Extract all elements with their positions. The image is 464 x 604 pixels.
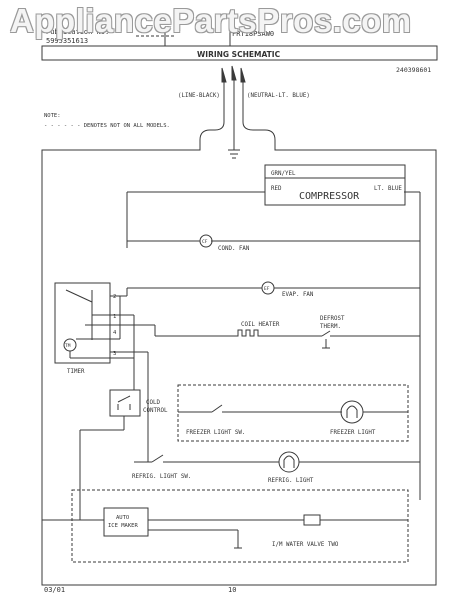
cabinet-outline xyxy=(41,121,437,586)
compressor-box xyxy=(264,164,406,206)
note-text: - - - - - - DENOTES NOT ON ALL MODELS. xyxy=(44,123,170,129)
timer-terminal-2: 2 xyxy=(113,294,116,300)
footer-date: 03/01 xyxy=(44,586,65,594)
schematic-title: WIRING SCHEMATIC xyxy=(197,50,281,59)
freezer-light-label: FREEZER LIGHT xyxy=(330,430,376,436)
ice-maker-line2: ICE MAKER xyxy=(108,523,138,529)
timer-terminal-4: 4 xyxy=(113,330,117,336)
cond-fan-label: COND. FAN xyxy=(218,246,250,252)
water-valve-coil-icon xyxy=(303,514,321,526)
model-number: FRT18PSAW0 xyxy=(232,30,274,38)
neutral-wire-label: (NEUTRAL-LT. BLUE) xyxy=(247,93,310,99)
site-watermark: AppliancePartsPros.com xyxy=(10,2,412,39)
publication-number: 5995351613 xyxy=(46,37,88,45)
freezer-light-bulb-icon xyxy=(340,400,364,424)
line-wire-label: (LINE-BLACK) xyxy=(178,93,220,99)
freezer-light-switch-icon xyxy=(211,404,223,413)
compressor-wire-blue: LT. BLUE xyxy=(374,186,402,192)
timer-motor-symbol: TM xyxy=(65,343,71,349)
coil-heater-icon xyxy=(235,329,262,337)
publication-label: Publication No. xyxy=(46,28,109,36)
coil-heater-label: COIL HEATER xyxy=(241,322,280,328)
timer-label: TIMER xyxy=(67,369,85,375)
refrig-light-switch-icon xyxy=(151,454,164,463)
compressor-label: COMPRESSOR xyxy=(299,191,360,202)
refrig-light-bulb-icon xyxy=(278,451,300,473)
freezer-light-circuit xyxy=(177,384,409,442)
neutral-prong-icon xyxy=(231,65,237,81)
evap-fan-motor-icon xyxy=(261,281,275,295)
ice-maker-circuit xyxy=(71,489,409,563)
part-number: 240398601 xyxy=(396,66,431,74)
timer-box xyxy=(54,282,111,364)
compressor-wire-top: GRN/YEL xyxy=(271,171,296,177)
evap-fan-symbol: EF xyxy=(264,286,270,292)
note-heading: NOTE: xyxy=(44,113,61,119)
compressor-wire-red: RED xyxy=(271,186,282,192)
defrost-therm-line2: THERM. xyxy=(320,324,341,330)
evap-fan-label: EVAP. FAN xyxy=(282,292,314,298)
footer-page: 10 xyxy=(228,586,236,594)
timer-terminal-1: 1 xyxy=(113,314,116,320)
ground-prong-icon xyxy=(240,67,246,83)
line-prong-icon xyxy=(221,67,227,83)
defrost-therm-line1: DEFROST xyxy=(320,316,345,322)
cond-fan-motor-icon xyxy=(199,234,213,248)
freezer-light-switch-label: FREEZER LIGHT SW. xyxy=(186,430,245,436)
refrig-light-switch-label: REFRIG. LIGHT SW. xyxy=(132,474,191,480)
timer-terminal-3: 3 xyxy=(113,351,116,357)
water-valve-label: I/M WATER VALVE TWO xyxy=(272,542,339,548)
defrost-therm-switch-icon xyxy=(321,330,331,337)
cold-control-box xyxy=(109,389,141,417)
cold-control-line1: COLD xyxy=(146,400,160,406)
cond-fan-symbol: CF xyxy=(202,239,208,245)
refrig-light-label: REFRIG. LIGHT xyxy=(268,478,314,484)
ice-maker-line1: AUTO xyxy=(116,515,129,521)
cold-control-line2: CONTROL xyxy=(143,408,168,414)
auto-ice-maker-box xyxy=(103,507,149,537)
title-box xyxy=(41,45,438,61)
